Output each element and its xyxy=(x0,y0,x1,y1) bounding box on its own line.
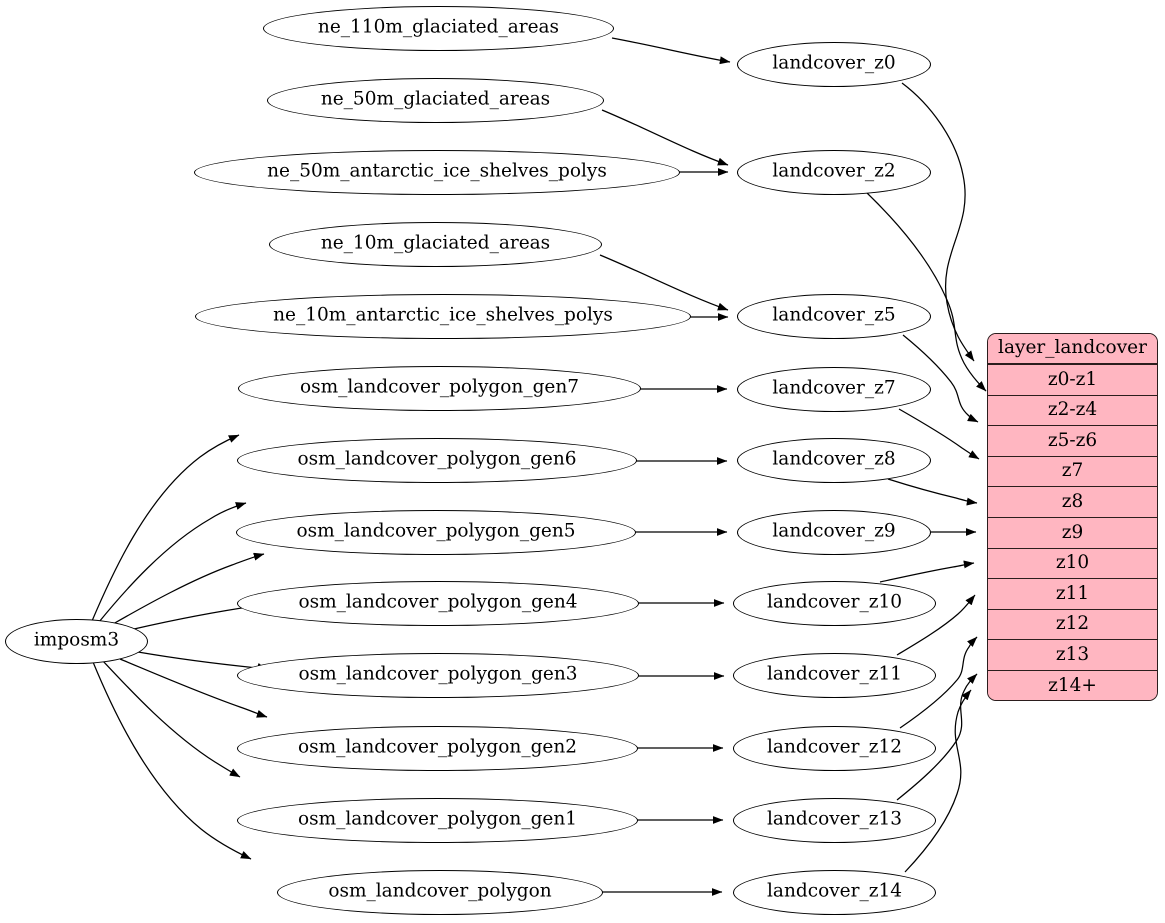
node-label: landcover_z14 xyxy=(767,880,902,902)
node-landcover-z5[interactable]: landcover_z5 xyxy=(737,294,931,339)
table-row-z12[interactable]: z12 xyxy=(988,609,1157,641)
node-label: osm_landcover_polygon_gen2 xyxy=(297,736,578,758)
edge-imposm3-to-gen7 xyxy=(91,434,240,622)
node-ne-10m-antarctic-ice-shelves-polys[interactable]: ne_10m_antarctic_ice_shelves_polys xyxy=(195,294,691,339)
node-osm-landcover-polygon-gen7[interactable]: osm_landcover_polygon_gen7 xyxy=(238,366,641,411)
table-row-z9[interactable]: z9 xyxy=(988,517,1157,549)
node-ne-50m-antarctic-ice-shelves-polys[interactable]: ne_50m_antarctic_ice_shelves_polys xyxy=(194,150,680,195)
node-label: landcover_z13 xyxy=(767,808,902,830)
table-row-label: z0-z1 xyxy=(1047,368,1098,390)
table-row-z10[interactable]: z10 xyxy=(988,548,1157,580)
node-imposm3-label: imposm3 xyxy=(33,629,120,651)
edge-imposm3-to-gen2 xyxy=(119,658,268,718)
node-label: landcover_z12 xyxy=(767,736,902,758)
edge-ne50mglaciated-to-z2 xyxy=(601,109,729,166)
node-label: landcover_z5 xyxy=(772,304,896,326)
layer-landcover-table: layer_landcover z0-z1 z2-z4 z5-z6 z7 z8 … xyxy=(987,333,1158,701)
edge-imposm3-to-gen6 xyxy=(98,502,247,623)
node-landcover-z9[interactable]: landcover_z9 xyxy=(737,510,931,555)
node-label: ne_50m_antarctic_ice_shelves_polys xyxy=(267,160,607,182)
node-label: osm_landcover_polygon xyxy=(328,880,552,902)
node-osm-landcover-polygon-gen4[interactable]: osm_landcover_polygon_gen4 xyxy=(237,581,639,626)
node-landcover-z8[interactable]: landcover_z8 xyxy=(737,438,931,483)
node-label: osm_landcover_polygon_gen4 xyxy=(298,591,578,613)
table-row-z13[interactable]: z13 xyxy=(988,640,1157,671)
edge-z2-to-row-z2z4 xyxy=(865,191,987,392)
table-row-z0-z1[interactable]: z0-z1 xyxy=(988,365,1157,396)
node-label: landcover_z11 xyxy=(767,663,902,685)
edge-imposm3-to-gen1 xyxy=(102,660,241,778)
node-ne-10m-glaciated-areas[interactable]: ne_10m_glaciated_areas xyxy=(269,222,602,267)
table-row-z14plus[interactable]: z14+ xyxy=(988,670,1157,700)
node-label: osm_landcover_polygon_gen3 xyxy=(298,663,578,685)
node-landcover-z14[interactable]: landcover_z14 xyxy=(733,870,936,915)
table-row-label: z2-z4 xyxy=(1047,399,1098,421)
table-row-label: z13 xyxy=(1055,643,1090,665)
table-row-label: z7 xyxy=(1061,460,1084,482)
node-landcover-z12[interactable]: landcover_z12 xyxy=(733,726,936,771)
node-label: ne_110m_glaciated_areas xyxy=(317,16,560,38)
node-imposm3[interactable]: imposm3 xyxy=(5,619,148,664)
edge-imposm3-to-polygon xyxy=(92,661,252,860)
edge-z14-to-row-z14plus xyxy=(904,689,972,873)
table-row-z11[interactable]: z11 xyxy=(988,579,1157,610)
node-osm-landcover-polygon-gen5[interactable]: osm_landcover_polygon_gen5 xyxy=(236,510,636,555)
table-row-z8[interactable]: z8 xyxy=(988,487,1157,518)
node-label: landcover_z7 xyxy=(772,377,896,399)
node-landcover-z7[interactable]: landcover_z7 xyxy=(737,367,931,412)
node-label: landcover_z10 xyxy=(767,591,902,613)
node-osm-landcover-polygon[interactable]: osm_landcover_polygon xyxy=(277,870,603,915)
node-ne-110m-glaciated-areas[interactable]: ne_110m_glaciated_areas xyxy=(263,6,614,51)
node-label: ne_10m_antarctic_ice_shelves_polys xyxy=(273,304,613,326)
node-ne-50m-glaciated-areas[interactable]: ne_50m_glaciated_areas xyxy=(267,78,604,123)
edge-ne110m-to-z0 xyxy=(611,37,731,65)
node-osm-landcover-polygon-gen2[interactable]: osm_landcover_polygon_gen2 xyxy=(237,726,638,771)
table-row-label: z12 xyxy=(1055,613,1090,635)
node-osm-landcover-polygon-gen1[interactable]: osm_landcover_polygon_gen1 xyxy=(237,798,638,843)
edge-imposm3-to-gen5 xyxy=(112,552,265,625)
node-osm-landcover-polygon-gen6[interactable]: osm_landcover_polygon_gen6 xyxy=(237,438,637,483)
node-landcover-z11[interactable]: landcover_z11 xyxy=(733,653,936,698)
node-label: landcover_z8 xyxy=(772,448,896,470)
node-label: osm_landcover_polygon_gen5 xyxy=(296,520,576,542)
node-label: osm_landcover_polygon_gen1 xyxy=(297,808,578,830)
node-landcover-z0[interactable]: landcover_z0 xyxy=(737,42,931,87)
table-row-label: z8 xyxy=(1061,490,1084,512)
edge-z8-to-row-z8 xyxy=(887,478,978,506)
node-osm-landcover-polygon-gen3[interactable]: osm_landcover_polygon_gen3 xyxy=(237,653,639,698)
table-row-label: z11 xyxy=(1055,582,1090,604)
node-label: landcover_z0 xyxy=(772,52,896,74)
node-label: ne_10m_glaciated_areas xyxy=(320,232,551,254)
edge-z10-to-row-z10 xyxy=(879,560,975,583)
table-header-row: layer_landcover xyxy=(988,334,1157,365)
table-row-label: z9 xyxy=(1061,521,1084,543)
node-label: landcover_z2 xyxy=(772,160,896,182)
table-header-label: layer_landcover xyxy=(998,337,1147,359)
table-row-z5-z6[interactable]: z5-z6 xyxy=(988,426,1157,457)
table-row-label: z14+ xyxy=(1048,674,1097,696)
node-landcover-z2[interactable]: landcover_z2 xyxy=(737,150,931,195)
table-row-label: z5-z6 xyxy=(1047,429,1098,451)
table-row-z7[interactable]: z7 xyxy=(988,456,1157,488)
table-row-z2-z4[interactable]: z2-z4 xyxy=(988,395,1157,427)
table-row-label: z10 xyxy=(1055,552,1090,574)
node-label: osm_landcover_polygon_gen6 xyxy=(297,448,577,470)
node-label: landcover_z9 xyxy=(772,520,896,542)
node-landcover-z10[interactable]: landcover_z10 xyxy=(733,581,936,626)
node-landcover-z13[interactable]: landcover_z13 xyxy=(733,798,936,843)
node-label: osm_landcover_polygon_gen7 xyxy=(299,376,580,398)
node-label: ne_50m_glaciated_areas xyxy=(320,88,551,110)
